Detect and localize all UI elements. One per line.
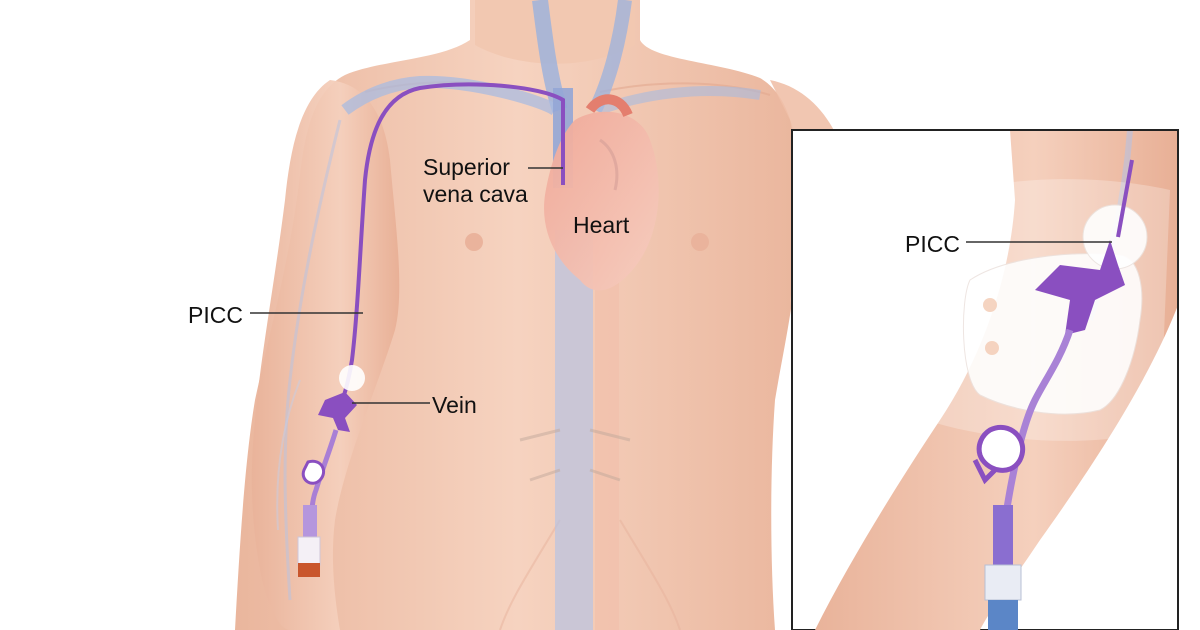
label-picc-main: PICC (188, 302, 243, 328)
label-heart: Heart (573, 212, 630, 238)
inset-panel (791, 129, 1179, 630)
leader-lines-main (250, 167, 563, 404)
label-vein: Vein (432, 392, 477, 418)
label-superior-vena-cava-line1: Superior (423, 154, 510, 180)
label-superior-vena-cava: Superior vena cava (423, 154, 528, 208)
label-superior-vena-cava-line2: vena cava (423, 181, 528, 207)
label-picc-inset: PICC (905, 231, 960, 257)
picc-catheter-main (297, 82, 565, 577)
heart-shape (544, 94, 659, 291)
